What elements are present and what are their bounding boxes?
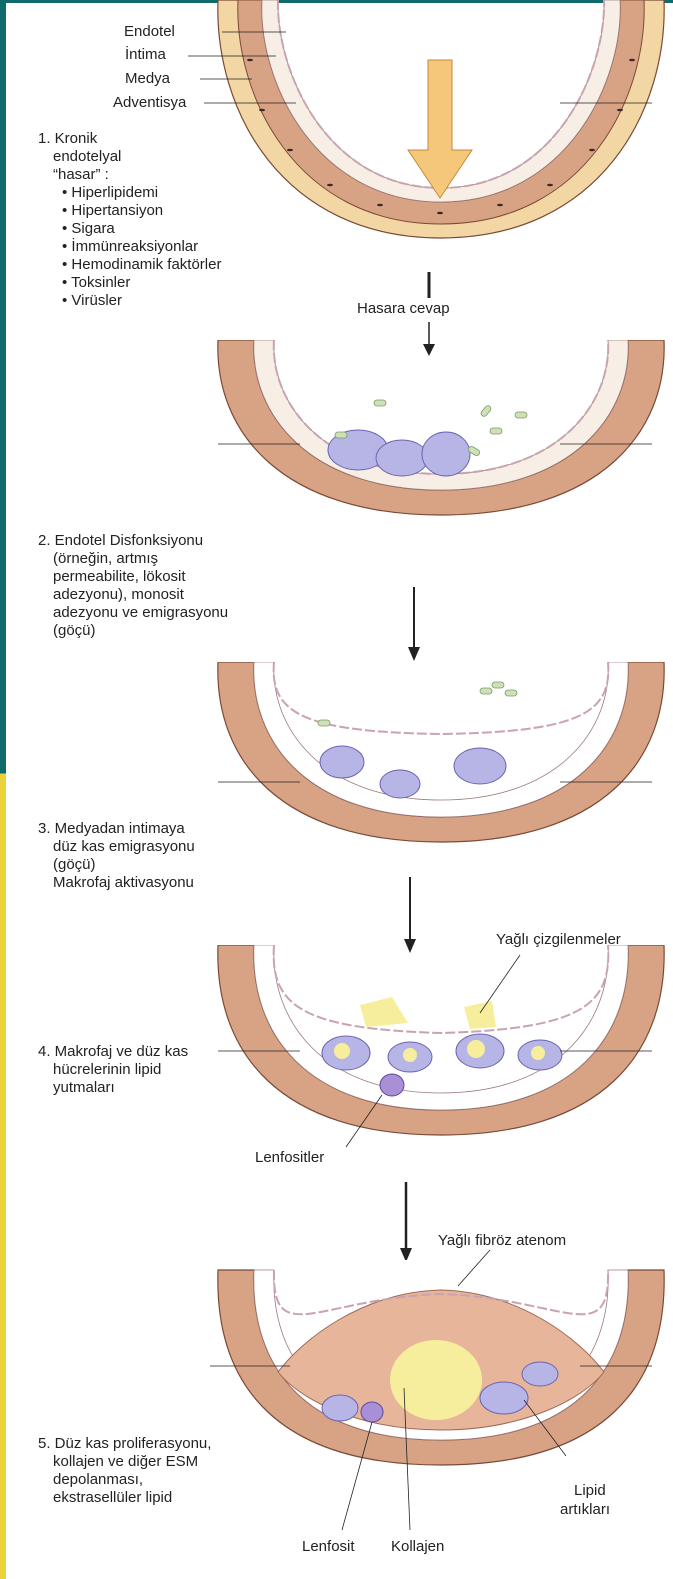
step-5-text: 5. Düz kas proliferasyonu, kollajen ve d…: [38, 1435, 211, 1507]
lymphocyte-cell: [380, 1074, 404, 1096]
step-4-line: 4. Makrofaj ve düz kas: [38, 1043, 188, 1061]
step-4-line: hücrelerinin lipid: [38, 1061, 188, 1079]
arrow-down-icon: [408, 647, 420, 661]
panel-5-vessel-diagram: [0, 1240, 673, 1570]
cause-item: • Hipertansiyon: [38, 202, 221, 220]
label-medya: Medya: [125, 70, 170, 88]
step-1-title-line2: endotelyal: [38, 148, 221, 166]
cause-item: • İmmünreaksiyonlar: [38, 238, 221, 256]
label-collagen: Kollajen: [391, 1538, 444, 1556]
step-5-line: kollajen ve diğer ESM: [38, 1453, 211, 1471]
label-adventisya: Adventisya: [113, 94, 186, 112]
step-2-line: 2. Endotel Disfonksiyonu: [38, 532, 228, 550]
label-lymphocytes: Lenfositler: [255, 1149, 324, 1167]
step-1-title-line3: “hasar” :: [38, 166, 221, 184]
label-endotel: Endotel: [124, 23, 175, 41]
bacteria-particles: [318, 682, 517, 726]
lipid-core: [390, 1340, 482, 1420]
step-4-text: 4. Makrofaj ve düz kas hücrelerinin lipi…: [38, 1043, 188, 1097]
step-2-line: (örneğin, artmış: [38, 550, 228, 568]
step-3-line: 3. Medyadan intimaya: [38, 820, 195, 838]
injury-arrow-icon: [408, 60, 472, 198]
monocyte-cluster: [328, 430, 470, 476]
label-fibrous-atheroma: Yağlı fibröz atenom: [438, 1232, 566, 1250]
step-3-line: düz kas emigrasyonu: [38, 838, 195, 856]
arrow-2: [0, 585, 673, 665]
cause-item: • Hiperlipidemi: [38, 184, 221, 202]
lymphocyte-cell: [361, 1402, 383, 1422]
step-5-line: depolanması,: [38, 1471, 211, 1489]
step-5-line: 5. Düz kas proliferasyonu,: [38, 1435, 211, 1453]
step-1-title-line1: 1. Kronik: [38, 130, 221, 148]
arrow-1-label: Hasara cevap: [357, 300, 450, 318]
fatty-streak-shape: [464, 1001, 496, 1029]
fatty-streak-shape: [360, 997, 408, 1027]
panel-2-vessel-diagram: [0, 340, 673, 530]
label-lipid-debris-line1: Lipid: [574, 1482, 606, 1500]
step-3-line: (göçü): [38, 856, 195, 874]
label-fatty-streaks: Yağlı çizgilenmeler: [496, 931, 621, 949]
label-lipid-debris-line2: artıkları: [560, 1501, 610, 1519]
step-5-line: ekstrasellüler lipid: [38, 1489, 211, 1507]
label-intima: İntima: [125, 46, 166, 64]
step-2-line: permeabilite, lökosit: [38, 568, 228, 586]
cause-item: • Sigara: [38, 220, 221, 238]
foam-cell-cluster: [322, 1034, 562, 1072]
step-4-line: yutmaları: [38, 1079, 188, 1097]
label-lymphocyte: Lenfosit: [302, 1538, 355, 1556]
